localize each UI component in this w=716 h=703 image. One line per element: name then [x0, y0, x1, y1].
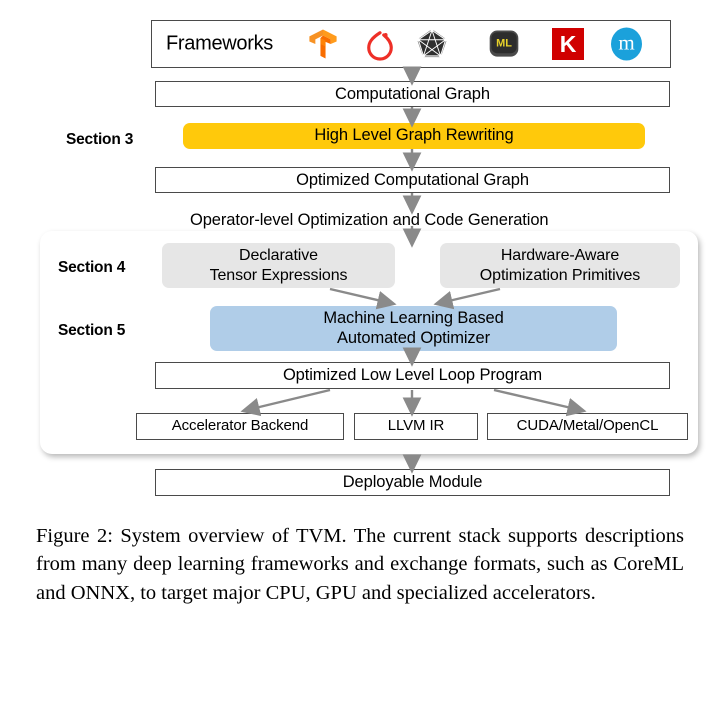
- onnx-logo: [414, 27, 450, 61]
- svg-text:ML: ML: [496, 38, 512, 50]
- llvm-ir-label: LLVM IR: [387, 417, 445, 435]
- section-3-text: Section 3: [66, 131, 134, 148]
- hardware-aware-line-2: Optimization Primitives: [479, 266, 641, 284]
- section-4-text: Section 4: [58, 259, 126, 276]
- section-5-label: Section 5: [58, 322, 125, 340]
- keras-logo: K: [552, 28, 584, 60]
- figure-caption: Figure 2: System overview of TVM. The cu…: [36, 522, 684, 607]
- figure-caption-label: Figure 2:: [36, 525, 113, 547]
- accelerator-backend-label: Accelerator Backend: [171, 417, 309, 435]
- cuda-metal-opencl-box: CUDA/Metal/OpenCL: [487, 413, 688, 440]
- llvm-ir-box: LLVM IR: [354, 413, 478, 440]
- accelerator-backend-box: Accelerator Backend: [136, 413, 344, 440]
- coreml-logo: ML: [487, 28, 521, 60]
- operator-level-header: Operator-level Optimization and Code Gen…: [190, 211, 549, 230]
- keras-logo-letter: K: [559, 30, 577, 57]
- high-level-graph-rewriting-box: High Level Graph Rewriting: [183, 123, 645, 149]
- cuda-metal-opencl-label: CUDA/Metal/OpenCL: [516, 417, 659, 435]
- deployable-module-box: Deployable Module: [155, 469, 670, 496]
- computational-graph-box: Computational Graph: [155, 81, 670, 107]
- figure-caption-text: System overview of TVM. The current stac…: [36, 525, 685, 604]
- section-3-label: Section 3: [66, 131, 133, 149]
- mxnet-logo-letter: m: [618, 30, 635, 55]
- pytorch-logo: [365, 27, 395, 61]
- optimized-computational-graph-label: Optimized Computational Graph: [296, 170, 529, 189]
- deployable-module-label: Deployable Module: [342, 473, 483, 492]
- frameworks-label: Frameworks: [166, 32, 274, 55]
- tensorflow-logo: [306, 27, 340, 61]
- ml-optimizer-line-1: Machine Learning Based: [323, 308, 504, 327]
- declarative-tensor-expressions-box: Declarative Tensor Expressions: [162, 243, 395, 288]
- optimized-computational-graph-box: Optimized Computational Graph: [155, 167, 670, 193]
- operator-level-header-text: Operator-level Optimization and Code Gen…: [190, 211, 549, 229]
- frameworks-box: Frameworks: [151, 20, 671, 68]
- declarative-line-1: Declarative: [239, 247, 318, 265]
- optimized-low-level-loop-program-box: Optimized Low Level Loop Program: [155, 362, 670, 389]
- ml-optimizer-line-2: Automated Optimizer: [336, 328, 491, 347]
- computational-graph-label: Computational Graph: [335, 84, 490, 103]
- ml-automated-optimizer-box: Machine Learning Based Automated Optimiz…: [210, 306, 617, 351]
- high-level-graph-rewriting-label: High Level Graph Rewriting: [314, 126, 514, 145]
- section-4-label: Section 4: [58, 259, 125, 277]
- hardware-aware-line-1: Hardware-Aware: [500, 247, 620, 265]
- optimized-low-level-loop-program-label: Optimized Low Level Loop Program: [282, 366, 543, 385]
- section-5-text: Section 5: [58, 322, 126, 339]
- hardware-aware-primitives-box: Hardware-Aware Optimization Primitives: [440, 243, 680, 288]
- declarative-line-2: Tensor Expressions: [209, 266, 348, 284]
- mxnet-logo: m: [611, 27, 642, 61]
